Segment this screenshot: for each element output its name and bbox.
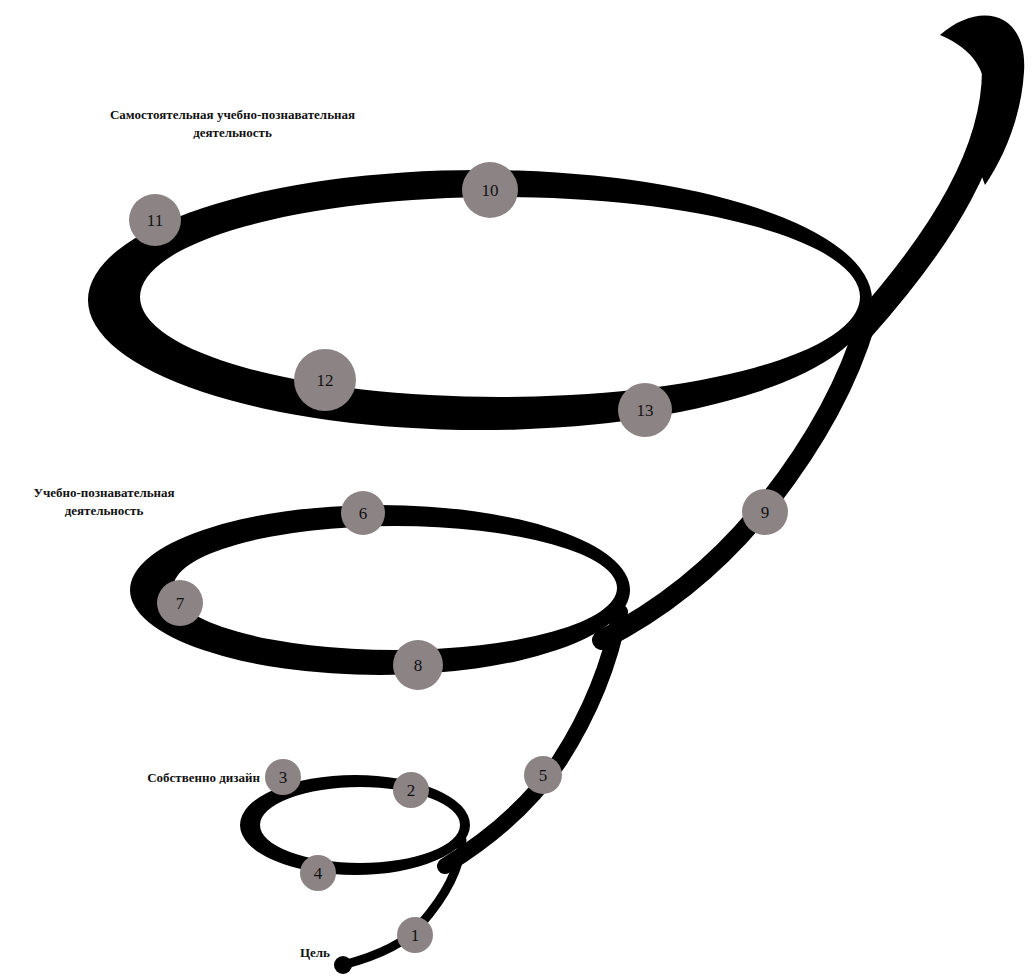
spiral-stroke bbox=[445, 612, 620, 866]
start-dot bbox=[334, 956, 352, 974]
stage-label: Учебно-познавательная деятельность bbox=[6, 484, 202, 519]
stage-label: Цель bbox=[270, 944, 330, 962]
spiral-stroke bbox=[602, 322, 866, 640]
callout-circle: 11 bbox=[129, 194, 181, 246]
callout-circle: 10 bbox=[462, 162, 518, 218]
callout-number: 7 bbox=[176, 595, 185, 612]
callout-number: 8 bbox=[414, 657, 423, 674]
callout-circle: 8 bbox=[393, 640, 443, 690]
callout-circle: 12 bbox=[294, 349, 356, 411]
callout-number: 4 bbox=[314, 865, 323, 882]
callout-circle: 7 bbox=[157, 580, 203, 626]
callout-number: 1 bbox=[411, 927, 420, 944]
callout-number: 13 bbox=[637, 402, 654, 419]
callout-circle: 3 bbox=[265, 759, 301, 795]
callout-number: 3 bbox=[279, 769, 288, 786]
callout-number: 2 bbox=[407, 782, 416, 799]
callout-circle: 5 bbox=[524, 756, 562, 794]
callout-number: 9 bbox=[761, 504, 770, 521]
callout-circle: 2 bbox=[393, 772, 429, 808]
callout-circle: 6 bbox=[341, 491, 385, 535]
callout-number: 6 bbox=[359, 505, 368, 522]
callout-number: 11 bbox=[147, 212, 163, 229]
spiral-tail bbox=[940, 16, 1024, 185]
callout-circle: 9 bbox=[742, 489, 788, 535]
callout-number: 12 bbox=[317, 372, 334, 389]
callout-circle: 4 bbox=[300, 855, 336, 891]
callout-number: 5 bbox=[539, 767, 548, 784]
callout-circle: 1 bbox=[397, 917, 433, 953]
callout-number: 10 bbox=[482, 182, 499, 199]
spiral-stroke bbox=[860, 70, 995, 330]
stage-label: Собственно дизайн bbox=[60, 769, 260, 787]
stage-label: Самостоятельная учебно-познавательная де… bbox=[95, 106, 370, 141]
spiral-ring bbox=[130, 505, 630, 675]
callout-circle: 13 bbox=[618, 383, 672, 437]
